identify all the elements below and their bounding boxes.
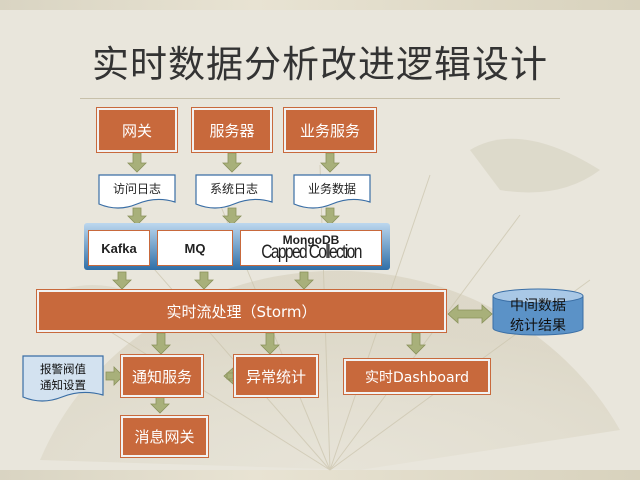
anomaly-statistics: 异常统计 — [234, 355, 318, 397]
storage-line1: 中间数据 — [510, 298, 566, 314]
storage-line2: 统计结果 — [510, 318, 566, 334]
storm-processing: 实时流处理（Storm） — [37, 290, 446, 332]
mongodb-label: MongoDB — [282, 233, 340, 247]
queue-kafka: Kafka — [88, 230, 150, 266]
notify-service: 通知服务 — [121, 355, 203, 397]
arrow-config-notify — [105, 366, 124, 386]
bottom-border — [0, 470, 640, 480]
top-border — [0, 0, 640, 10]
arrow-storm-dashboard — [406, 332, 426, 355]
log-business-label: 业务数据 — [307, 181, 356, 196]
arrow-storm-notify — [151, 332, 171, 355]
arrow-log-mongo — [320, 207, 340, 226]
arrow-storm-anomaly — [260, 332, 280, 355]
log-system: 系统日志 — [195, 174, 273, 210]
title-divider — [80, 98, 560, 99]
alarm-config-line1: 报警阀值 — [40, 362, 86, 376]
arrow-kafka-storm — [112, 271, 132, 290]
source-business-service: 业务服务 — [284, 108, 376, 152]
arrow-gateway-log — [127, 152, 147, 173]
arrow-log-mq — [222, 207, 242, 226]
arrow-mq-storm — [194, 271, 214, 290]
queue-mq: MQ — [157, 230, 233, 266]
queue-mongodb: MongoDB Capped Collection — [240, 230, 382, 266]
capped-collection-label: Capped Collection — [261, 242, 362, 263]
arrow-storm-storage — [447, 304, 493, 324]
source-gateway: 网关 — [97, 108, 177, 152]
arrow-business-log — [320, 152, 340, 173]
storage-cylinder: 中间数据 统计结果 — [492, 288, 584, 336]
log-access-label: 访问日志 — [112, 181, 161, 196]
log-system-label: 系统日志 — [209, 181, 258, 196]
log-business-data: 业务数据 — [293, 174, 371, 210]
source-server: 服务器 — [192, 108, 272, 152]
slide-title: 实时数据分析改进逻辑设计 — [92, 43, 548, 86]
message-gateway: 消息网关 — [121, 416, 208, 457]
arrow-log-kafka — [127, 207, 147, 226]
realtime-dashboard: 实时Dashboard — [344, 359, 490, 394]
arrow-mongo-storm — [294, 271, 314, 290]
alarm-config-line2: 通知设置 — [40, 378, 86, 392]
arrow-server-log — [222, 152, 242, 173]
alarm-config-note: 报警阀值 通知设置 — [22, 355, 104, 403]
log-access: 访问日志 — [98, 174, 176, 210]
arrow-notify-msg — [150, 396, 170, 414]
